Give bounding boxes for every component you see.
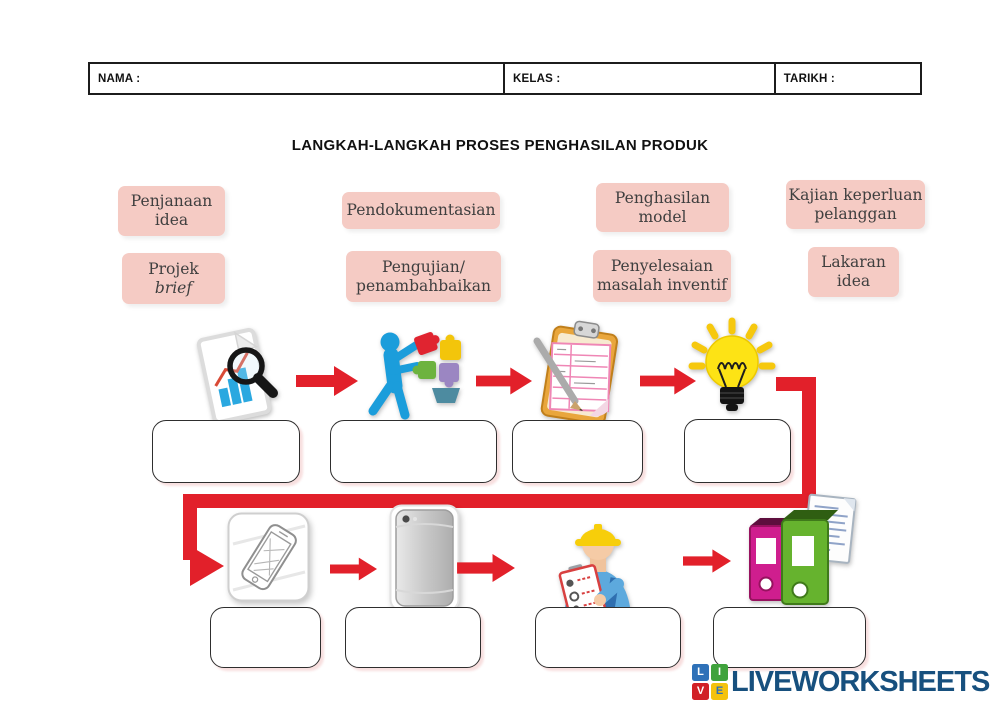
answer-box-6[interactable] [345,607,481,668]
label-penghasilan-model[interactable]: Penghasilan model [596,183,729,232]
label-pengujian-penambahbaikan[interactable]: Pengujian/ penambahbaikan [346,251,501,302]
arrow-right-icon [640,367,696,395]
label-text: Kajian keperluan pelanggan [788,185,923,223]
label-kajian-keperluan-pelanggan[interactable]: Kajian keperluan pelanggan [786,180,925,229]
label-text: Lakaran idea [821,253,886,290]
phone-prototype-icon [389,504,460,612]
answer-box-4[interactable] [684,419,791,483]
answer-box-5[interactable] [210,607,321,668]
label-text: Pengujian/ penambahbaikan [356,257,491,295]
answer-box-8[interactable] [713,607,866,668]
label-text-italic: brief [154,278,193,297]
clipboard-checklist-icon [533,320,618,425]
arrow-right-icon [476,367,532,395]
label-penjanaan-idea[interactable]: Penjanaan idea [118,186,225,236]
binders-documents-icon [749,493,857,605]
lightbulb-icon [688,317,776,411]
logo-tile-v: V [692,683,709,700]
logo-tile-e: E [711,683,728,700]
liveworksheets-wordmark: LIVEWORKSHEETS [731,665,990,698]
arrow-right-icon [330,557,377,581]
name-field-cell[interactable]: NAMA : [90,64,503,93]
label-penyelesaian-masalah-inventif[interactable]: Penyelesaian masalah inventif [593,250,731,302]
label-text: Pendokumentasian [346,201,496,220]
label-text: Penjanaan idea [130,192,213,229]
worker-checklist-icon [558,524,631,616]
person-assembling-puzzle-bulb-icon [368,332,461,420]
phone-sketch-icon [227,512,310,602]
date-field-cell[interactable]: TARIKH : [773,64,920,93]
document-analysis-icon [196,328,278,424]
liveworksheets-tiles-icon: L I V E [692,664,728,700]
label-text: Penghasilan model [614,188,711,226]
logo-tile-i: I [711,664,728,681]
label-text: Penyelesaian masalah inventif [596,257,728,294]
logo-tile-l: L [692,664,709,681]
name-label: NAMA : [98,72,141,85]
arrow-right-icon [296,366,358,396]
class-field-cell[interactable]: KELAS : [502,64,774,93]
label-text: Projek [148,259,199,278]
header-table: NAMA : KELAS : TARIKH : [88,62,922,95]
answer-box-2[interactable] [330,420,497,483]
arrow-right-icon [457,554,515,582]
date-label: TARIKH : [783,72,835,85]
answer-box-7[interactable] [535,607,681,668]
answer-box-3[interactable] [512,420,643,483]
liveworksheets-logo[interactable]: L I V E LIVEWORKSHEETS [692,664,990,700]
page-title: LANGKAH-LANGKAH PROSES PENGHASILAN PRODU… [291,137,709,154]
answer-box-1[interactable] [152,420,300,483]
label-projek-brief[interactable]: Projek brief [122,253,225,304]
class-label: KELAS : [512,72,561,85]
label-lakaran-idea[interactable]: Lakaran idea [808,247,899,297]
arrow-right-icon [683,549,731,573]
label-pendokumentasian[interactable]: Pendokumentasian [342,192,500,229]
